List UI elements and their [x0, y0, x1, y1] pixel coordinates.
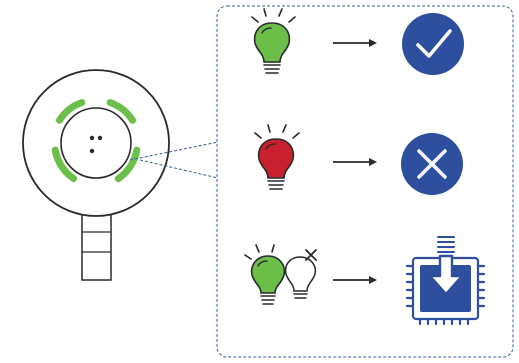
device — [22, 69, 170, 281]
legend-row-blinking-green — [244, 236, 486, 326]
led-ring — [51, 99, 141, 183]
led-segment-left — [51, 146, 78, 183]
led-segment-right — [114, 146, 141, 183]
arrow-right-icon — [333, 158, 377, 166]
led-segment-top-right — [106, 99, 136, 124]
legend-row-solid-green — [251, 8, 464, 75]
arrow-right-icon — [333, 39, 377, 47]
button-dots-icon — [89, 135, 103, 154]
legend-row-solid-red — [254, 124, 463, 195]
firmware-download-chip-icon — [405, 236, 486, 326]
callout-connector — [129, 141, 219, 179]
device-button — [60, 107, 132, 179]
red-lightbulb-icon — [254, 124, 300, 190]
alternating-green-lightbulb-icon — [244, 244, 317, 305]
cross-badge-icon — [401, 133, 463, 195]
green-lightbulb-icon — [251, 8, 296, 74]
arrow-right-icon — [333, 276, 377, 284]
led-segment-top-left — [56, 99, 86, 124]
checkmark-badge-icon — [402, 13, 464, 75]
